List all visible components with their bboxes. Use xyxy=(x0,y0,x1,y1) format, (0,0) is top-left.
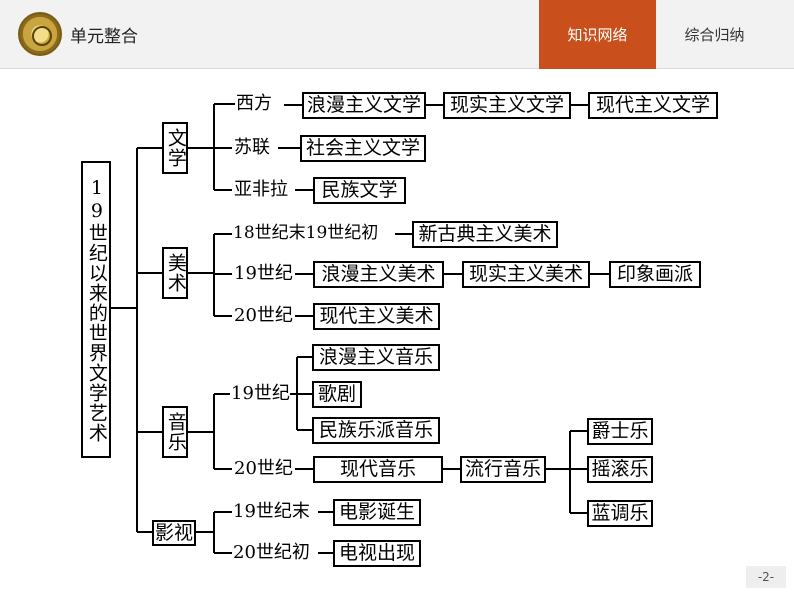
node-box: 流行音乐 xyxy=(460,456,546,483)
category-film-tv: 影视 xyxy=(152,520,196,546)
category-music: 音乐 xyxy=(162,406,188,458)
tab-knowledge-network[interactable]: 知识网络 xyxy=(539,0,656,69)
node-box: 现实主义美术 xyxy=(462,261,590,288)
era-label: 西方 xyxy=(236,93,272,114)
era-label: 苏联 xyxy=(234,137,270,158)
tab-summary[interactable]: 综合归纳 xyxy=(684,26,745,44)
node-box: 民族文学 xyxy=(313,177,406,204)
node-box: 印象画派 xyxy=(609,261,701,288)
node-box: 现代音乐 xyxy=(313,456,443,483)
root-label: 19世纪以来的世界文学艺术 xyxy=(85,176,108,443)
node-box: 浪漫主义美术 xyxy=(313,261,444,288)
category-fine-arts-label: 美术 xyxy=(164,253,187,293)
node-box: 现实主义文学 xyxy=(443,92,571,119)
node-box: 电视出现 xyxy=(333,540,421,567)
category-literature-label: 文学 xyxy=(164,128,187,168)
era-label: 19世纪 xyxy=(234,263,293,284)
category-literature: 文学 xyxy=(162,122,188,174)
node-box: 现代主义美术 xyxy=(313,303,440,330)
node-box: 浪漫主义音乐 xyxy=(312,344,440,371)
era-label: 20世纪 xyxy=(234,458,293,479)
node-box: 歌剧 xyxy=(312,381,362,408)
page-title: 单元整合 xyxy=(70,27,138,47)
node-box: 现代主义文学 xyxy=(588,92,718,119)
category-fine-arts: 美术 xyxy=(162,247,188,299)
category-music-label: 音乐 xyxy=(164,412,187,452)
category-film-tv-label: 影视 xyxy=(154,521,193,544)
school-emblem-logo xyxy=(18,12,62,56)
node-box: 民族乐派音乐 xyxy=(312,417,440,444)
era-label: 19世纪 xyxy=(231,383,290,404)
node-box: 电影诞生 xyxy=(333,499,421,526)
node-box: 摇滚乐 xyxy=(587,456,653,483)
era-label: 亚非拉 xyxy=(234,179,288,200)
root-node: 19世纪以来的世界文学艺术 xyxy=(81,161,111,458)
era-label: 19世纪末 xyxy=(233,501,310,522)
node-box: 爵士乐 xyxy=(587,418,653,445)
node-box: 社会主义文学 xyxy=(300,135,426,162)
node-box: 蓝调乐 xyxy=(587,500,653,527)
era-label: 20世纪 xyxy=(234,305,293,326)
node-box: 新古典主义美术 xyxy=(412,221,558,248)
page-number: -2- xyxy=(746,566,786,588)
era-label: 20世纪初 xyxy=(233,542,310,563)
node-box: 浪漫主义文学 xyxy=(302,92,426,119)
header-bar: 单元整合 知识网络 综合归纳 xyxy=(0,0,794,69)
era-label: 18世纪末19世纪初 xyxy=(233,223,379,243)
